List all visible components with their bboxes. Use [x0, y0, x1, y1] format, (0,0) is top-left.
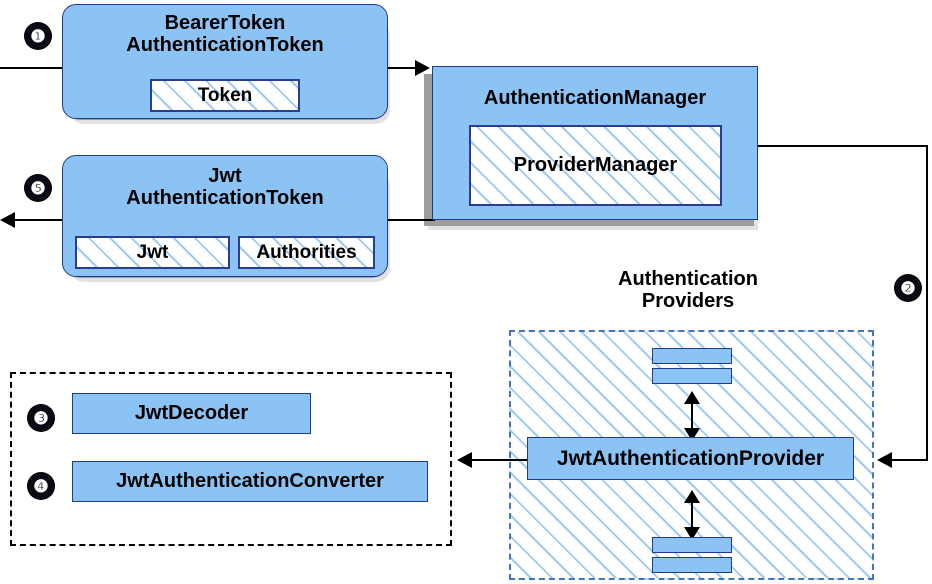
jwt-token-title-line1: Jwt	[208, 165, 242, 187]
jwt-decoder-label: JwtDecoder	[134, 402, 249, 424]
provider-stack-bar-bottom-1	[652, 537, 732, 553]
jwt-authentication-converter-box: JwtAuthenticationConverter	[72, 461, 428, 502]
connector-right-vertical-segment	[926, 145, 928, 460]
authentication-providers-title: Authentication Providers	[588, 268, 788, 313]
provider-link-arrow-top-shaft	[691, 395, 693, 437]
jwt-token-inner-authorities-label: Authorities	[256, 241, 357, 263]
step-marker-3: ❸	[28, 405, 54, 431]
jwt-token-title-line2: AuthenticationToken	[126, 187, 324, 210]
connector-bearer-to-manager	[388, 67, 420, 69]
bearer-token-inner-label: Token	[197, 84, 253, 106]
provider-link-arrow-bottom-shaft	[691, 494, 693, 536]
jwt-authentication-provider-label: JwtAuthenticationProvider	[556, 446, 825, 470]
arrow-into-provider-head	[877, 452, 892, 468]
step-marker-5: ❺	[25, 175, 51, 201]
arrow-outbound-result-head	[0, 212, 15, 228]
provider-stack-bar-bottom-2	[652, 557, 732, 573]
jwt-token-inner-authorities-box: Authorities	[238, 236, 375, 269]
provider-link-arrow-bottom-up-head	[684, 490, 700, 503]
bearer-token-title: BearerToken AuthenticationToken	[126, 12, 323, 57]
jwt-decoder-box: JwtDecoder	[72, 393, 311, 434]
bearer-token-title-line1: BearerToken	[164, 12, 286, 34]
connector-into-provider-segment	[892, 459, 928, 461]
provider-stack-bar-top-1	[652, 348, 732, 364]
step-marker-2: ❷	[895, 275, 921, 301]
provider-link-arrow-top-up-head	[684, 391, 700, 404]
connector-manager-to-jwt-token	[383, 219, 435, 221]
connector-outbound-result	[12, 219, 75, 221]
provider-stack-bar-top-2	[652, 368, 732, 384]
jwt-authentication-converter-label: JwtAuthenticationConverter	[116, 470, 384, 492]
jwt-authentication-provider-box: JwtAuthenticationProvider	[527, 437, 854, 480]
step-marker-4: ❹	[28, 473, 54, 499]
connector-provider-to-helpers	[472, 459, 527, 461]
jwt-token-title: Jwt AuthenticationToken	[126, 165, 323, 210]
step-marker-1: ❶	[25, 23, 51, 49]
connector-inbound-request	[0, 67, 75, 69]
bearer-token-title-line2: AuthenticationToken	[126, 34, 324, 57]
authentication-manager-title: AuthenticationManager	[483, 87, 707, 109]
bearer-token-inner-token-box: Token	[150, 79, 300, 112]
jwt-token-inner-jwt-label: Jwt	[136, 241, 169, 263]
arrow-bearer-to-manager-head	[415, 60, 430, 76]
arrow-provider-to-helpers-head	[457, 452, 472, 468]
authentication-providers-title-line2: Providers	[641, 290, 735, 313]
authentication-providers-title-line1: Authentication	[618, 268, 758, 290]
connector-manager-right-segment	[758, 145, 928, 147]
jwt-token-inner-jwt-box: Jwt	[75, 236, 230, 269]
provider-link-arrow-bottom-down-head	[684, 527, 700, 540]
provider-manager-label: ProviderManager	[513, 154, 678, 176]
provider-manager-box: ProviderManager	[469, 125, 722, 206]
